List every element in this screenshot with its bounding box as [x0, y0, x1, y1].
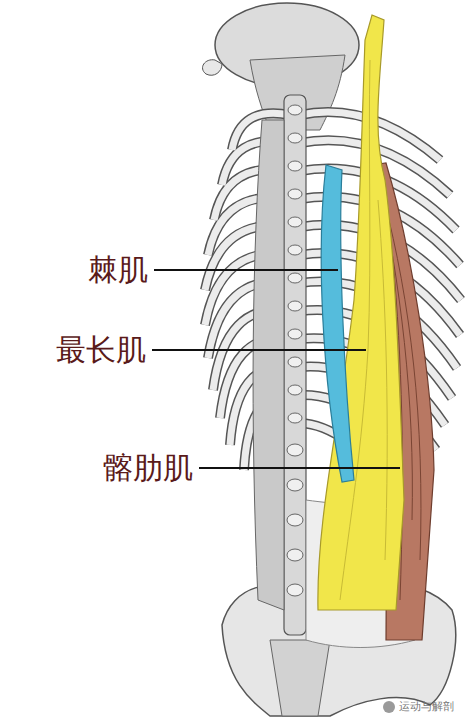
muscle-label: 棘肌 [88, 253, 148, 288]
spinalis-muscle [321, 165, 354, 482]
muscle-label: 最长肌 [56, 333, 146, 368]
left-erector-spinae [253, 120, 284, 610]
spine [284, 95, 306, 635]
longissimus-fibres [340, 60, 387, 600]
muscle-label: 髂肋肌 [103, 451, 193, 486]
watermark: 运动与解剖 [399, 701, 454, 714]
leader-line [152, 349, 366, 351]
sacrum [270, 640, 330, 716]
leader-line [199, 467, 400, 469]
mastoid [203, 60, 222, 76]
watermark-icon [383, 701, 395, 713]
leader-line [154, 269, 338, 271]
longissimus-muscle [318, 15, 404, 610]
